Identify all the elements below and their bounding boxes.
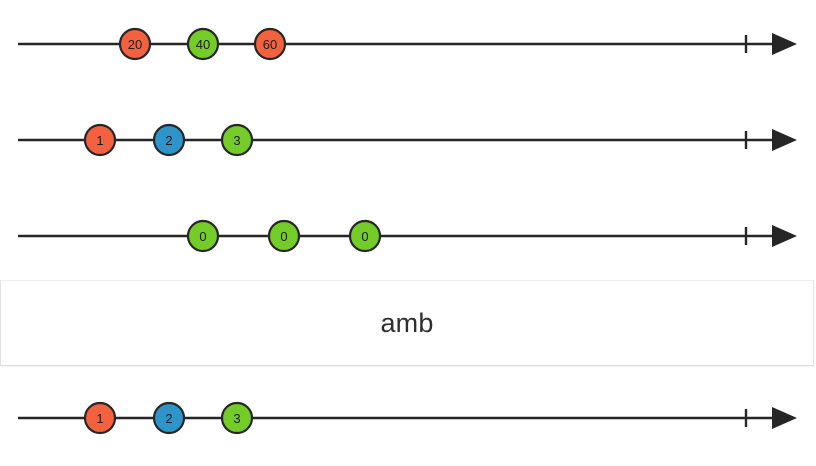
timeline-row-4: 1 2 3 — [0, 388, 816, 448]
axis-arrowhead — [772, 33, 797, 55]
timeline-node[interactable]: 40 — [186, 27, 220, 61]
node-label: 40 — [196, 37, 210, 52]
timeline-axis: 20 40 60 — [18, 27, 797, 61]
timeline-axis: 1 2 3 — [18, 123, 797, 157]
node-label: 3 — [233, 411, 240, 426]
timeline-axis: 1 2 3 — [18, 401, 797, 435]
node-circle[interactable] — [152, 401, 186, 435]
node-label: 0 — [361, 229, 368, 244]
node-label: 0 — [280, 229, 287, 244]
node-circle[interactable] — [83, 123, 117, 157]
timeline-node[interactable]: 3 — [220, 401, 254, 435]
node-label: 1 — [96, 411, 103, 426]
timeline-node[interactable]: 0 — [267, 219, 301, 253]
timeline-node[interactable]: 1 — [83, 401, 117, 435]
axis-arrowhead — [772, 407, 797, 429]
node-circle[interactable] — [220, 401, 254, 435]
timeline-node[interactable]: 60 — [253, 27, 287, 61]
node-circle[interactable] — [220, 123, 254, 157]
node-circle[interactable] — [253, 27, 287, 61]
timeline-node[interactable]: 2 — [152, 123, 186, 157]
node-circle[interactable] — [186, 27, 220, 61]
node-circle[interactable] — [186, 219, 220, 253]
node-label: 20 — [128, 37, 142, 52]
amb-panel[interactable]: amb — [0, 280, 814, 366]
node-circle[interactable] — [348, 219, 382, 253]
node-circle[interactable] — [152, 123, 186, 157]
node-circle[interactable] — [118, 27, 152, 61]
timeline-axis: 0 0 0 — [18, 219, 797, 253]
axis-arrowhead — [772, 129, 797, 151]
timeline-node[interactable]: 3 — [220, 123, 254, 157]
timeline-node[interactable]: 2 — [152, 401, 186, 435]
node-label: 60 — [263, 37, 277, 52]
axis-arrowhead — [772, 225, 797, 247]
timeline-node[interactable]: 1 — [83, 123, 117, 157]
timeline-row-3: 0 0 0 — [0, 206, 816, 266]
timeline-node[interactable]: 0 — [348, 219, 382, 253]
amb-panel-label: amb — [380, 307, 434, 338]
timeline-row-2: 1 2 3 — [0, 110, 816, 170]
node-label: 0 — [199, 229, 206, 244]
timeline-row-1: 20 40 60 — [0, 14, 816, 74]
node-label: 2 — [165, 133, 172, 148]
node-label: 1 — [96, 133, 103, 148]
node-circle[interactable] — [267, 219, 301, 253]
timeline-node[interactable]: 20 — [118, 27, 152, 61]
timeline-node[interactable]: 0 — [186, 219, 220, 253]
node-circle[interactable] — [83, 401, 117, 435]
node-label: 2 — [165, 411, 172, 426]
node-label: 3 — [233, 133, 240, 148]
